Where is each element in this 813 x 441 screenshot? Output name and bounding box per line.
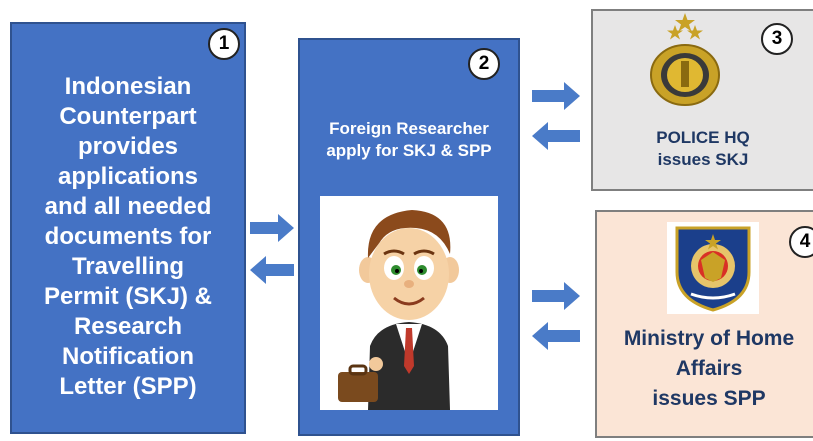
step-2-number: 2	[468, 48, 500, 80]
arrow-left-icon	[532, 322, 580, 350]
step-3-number: 3	[761, 23, 793, 55]
arrow-right-icon	[532, 282, 580, 310]
step-3-text: POLICE HQ issues SKJ	[656, 128, 750, 169]
researcher-portrait	[320, 196, 498, 410]
step-2-text: Foreign Researcher apply for SKJ & SPP	[326, 119, 492, 160]
arrow-right-icon	[532, 82, 580, 110]
step-4-box: 4 Ministry of Home Affairs issues SPP	[595, 210, 813, 438]
step-4-text: Ministry of Home Affairs issues SPP	[623, 327, 795, 410]
arrow-left-icon	[250, 256, 294, 284]
researcher-cartoon-icon	[338, 210, 459, 410]
arrow-right-icon	[250, 214, 294, 242]
step-1-text: Indonesian Counterpart provides applicat…	[43, 73, 213, 400]
step-1-number: 1	[208, 28, 240, 60]
arrow-left-icon	[532, 122, 580, 150]
step-4-number: 4	[789, 226, 813, 258]
ministry-emblem-icon	[675, 226, 751, 312]
step-2-box: 2 Foreign Researcher apply for SKJ & SPP	[298, 38, 520, 436]
step-3-box: 3 POLICE HQ issues SKJ	[591, 9, 813, 191]
step-1-box: 1 Indonesian Counterpart provides applic…	[10, 22, 246, 434]
ministry-emblem-frame	[667, 222, 759, 314]
police-emblem-icon	[650, 13, 720, 106]
